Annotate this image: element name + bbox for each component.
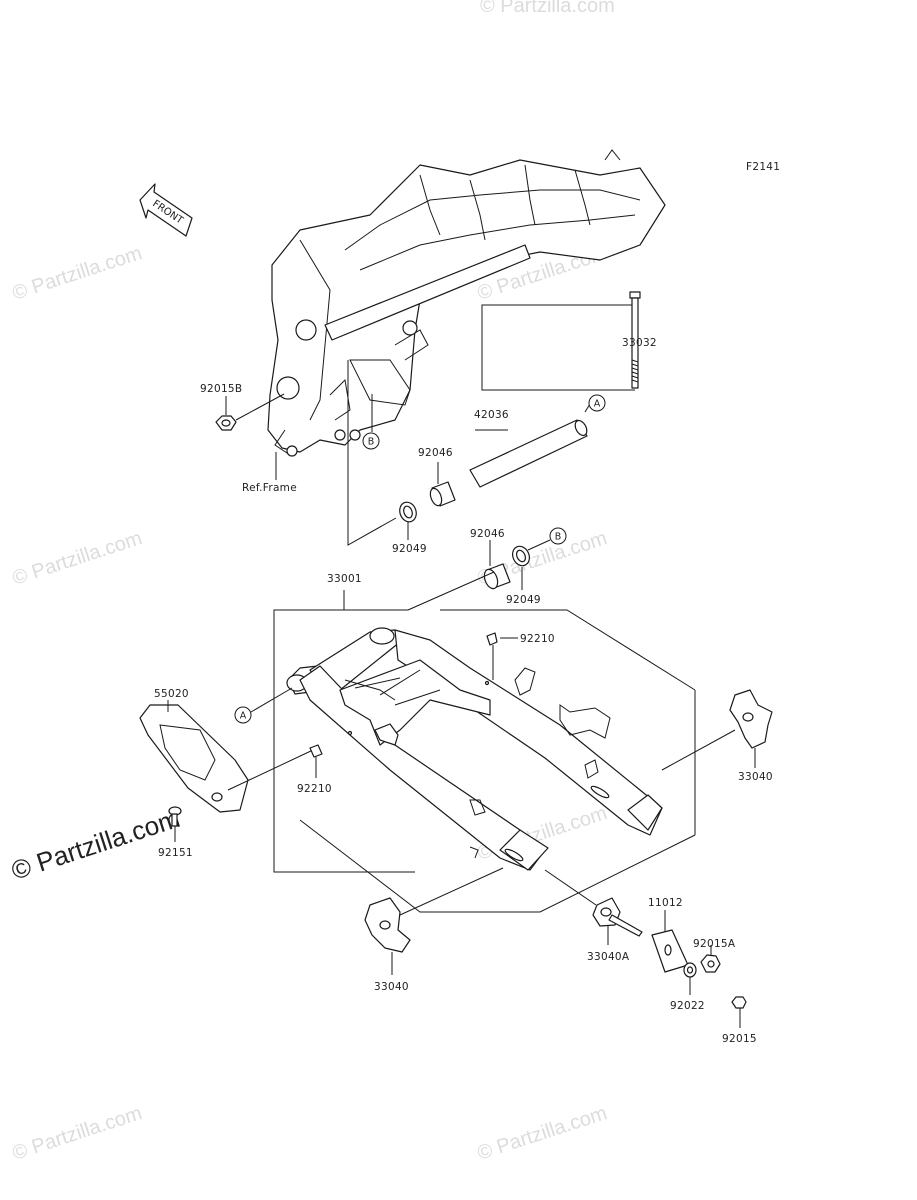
bolt-92151-part [168, 806, 182, 827]
watermark: © Partzilla.com [10, 527, 145, 590]
svg-text:B: B [368, 437, 375, 448]
nut-92015b-part [215, 415, 237, 431]
svg-text:B: B [555, 532, 562, 543]
grease-nipple-92210-low-part [309, 744, 323, 758]
chain-adjuster-33040-left-part [364, 897, 411, 953]
part-number-42036: 42036 [474, 409, 509, 421]
seal-92049-top-part [399, 501, 417, 523]
swingarm-33001-part [286, 627, 663, 871]
bearing-92046-mid-part [483, 563, 511, 590]
part-number-92049-top: 92049 [392, 543, 427, 555]
ref-b2-leader [527, 539, 551, 551]
frame-outline [267, 149, 666, 457]
chain-guard-to-arm-leader [227, 749, 314, 791]
swingarm-to-bearing-leader [407, 571, 495, 611]
part-number-33040a: 33040A [587, 951, 630, 963]
front-arrow-icon: FRONT [139, 183, 193, 237]
figure-code: F2141 [746, 161, 780, 173]
swingarm-bracket-left [273, 590, 415, 873]
svg-text:A: A [594, 399, 601, 410]
nut-92015-part [731, 996, 747, 1009]
watermark-dark: © Partzilla.com [8, 803, 184, 886]
part-number-92015a: 92015A [693, 938, 736, 950]
part-number-55020: 55020 [154, 688, 189, 700]
chain-adjuster-33040a-part [592, 897, 643, 937]
pivot-shaft-leader [481, 304, 635, 391]
chain-adjuster-33040-right-part [729, 689, 773, 749]
watermark: © Partzilla.com [480, 0, 615, 17]
swingarm-bracket-bottom [299, 819, 696, 913]
adjuster-bolt-connector [544, 869, 597, 906]
svg-text:A: A [240, 711, 247, 722]
part-number-92046-mid: 92046 [470, 528, 505, 540]
part-number-92049-mid: 92049 [506, 594, 541, 606]
ref-marker-a1: A [588, 394, 606, 412]
ref-frame-label: Ref.Frame [242, 482, 297, 494]
part-number-92022: 92022 [670, 1000, 705, 1012]
part-number-92046-top: 92046 [418, 447, 453, 459]
watermark: © Partzilla.com [10, 242, 145, 305]
chain-adjuster-right-connector [661, 729, 736, 771]
nut-92015b-leader [235, 393, 285, 421]
nut-92015a-part [700, 954, 721, 973]
part-number-92015b: 92015B [200, 383, 242, 395]
ref-marker-b2: B [549, 527, 567, 545]
part-number-11012: 11012 [648, 897, 683, 909]
bearing-92046-top-part [429, 481, 456, 507]
part-number-33040-right: 33040 [738, 771, 773, 783]
part-number-33032: 33032 [622, 337, 657, 349]
ref-marker-b1: B [362, 432, 380, 450]
ref-marker-a2: A [234, 706, 252, 724]
plate-11012-part [651, 929, 689, 973]
part-number-33040-left: 33040 [374, 981, 409, 993]
grease-nipple-92210-top-part [486, 632, 498, 646]
part-number-92015: 92015 [722, 1033, 757, 1045]
frame-bracket-leader [347, 360, 397, 546]
sleeve-42036-part [469, 419, 588, 488]
ref-a2-leader [250, 687, 293, 713]
part-number-92210-top: 92210 [520, 633, 555, 645]
watermark: © Partzilla.com [475, 1102, 610, 1165]
swingarm-bracket-top-b [440, 609, 696, 691]
chain-guard-55020-part [139, 704, 249, 813]
watermark: © Partzilla.com [10, 1102, 145, 1165]
part-number-92210-low: 92210 [297, 783, 332, 795]
part-number-33001: 33001 [327, 573, 362, 585]
washer-92022-part [683, 962, 697, 978]
part-number-92151: 92151 [158, 847, 193, 859]
pivot-shaft-part [629, 291, 641, 389]
seal-92049-mid-part [512, 545, 530, 567]
chain-adjuster-left-connector [399, 867, 504, 916]
